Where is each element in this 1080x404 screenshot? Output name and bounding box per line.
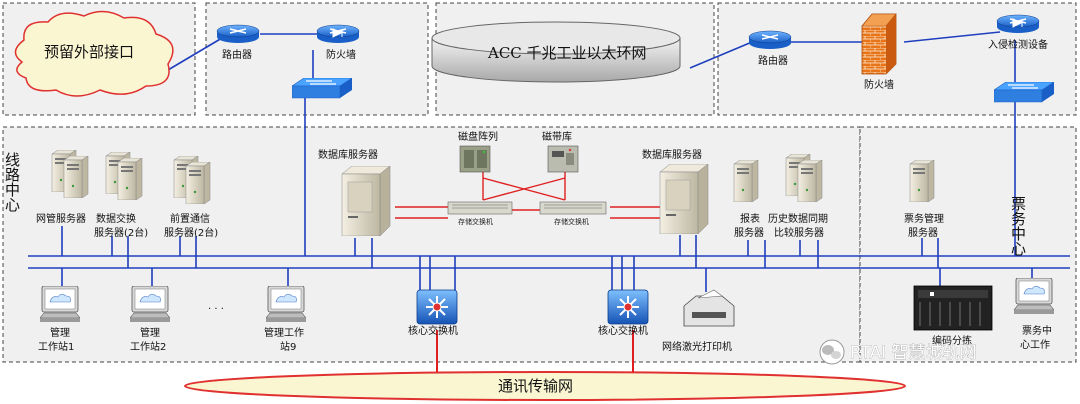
svg-text:网管服务器: 网管服务器 bbox=[36, 212, 86, 225]
access-switch-right bbox=[994, 82, 1054, 103]
workstation-ellipsis: · · · bbox=[208, 304, 224, 315]
external-interface-cloud: 预留外部接口 bbox=[14, 10, 174, 97]
svg-text:编码分拣: 编码分拣 bbox=[932, 334, 972, 347]
svg-text:核心交换机: 核心交换机 bbox=[408, 324, 458, 337]
svg-text:服务器(2台): 服务器(2台) bbox=[164, 226, 218, 239]
svg-text:防火墙: 防火墙 bbox=[326, 48, 356, 61]
svg-text:防火墙: 防火墙 bbox=[864, 78, 894, 91]
svg-text:存储交换机: 存储交换机 bbox=[458, 217, 493, 226]
report-server: 报表 服务器 bbox=[733, 160, 764, 239]
svg-text:票务中: 票务中 bbox=[1022, 324, 1052, 337]
router-top: 路由器 bbox=[216, 24, 260, 61]
svg-text:磁盘阵列: 磁盘阵列 bbox=[458, 130, 498, 143]
svg-text:报表: 报表 bbox=[740, 212, 760, 225]
svg-text:前置通信: 前置通信 bbox=[170, 212, 210, 225]
ticket-center-workstation: 票务中 心工作 bbox=[1014, 278, 1054, 351]
workstation-1: 管理 工作站1 bbox=[38, 286, 80, 353]
svg-text:入侵检测设备: 入侵检测设备 bbox=[988, 38, 1048, 51]
comm-network-label: 通讯传输网 bbox=[498, 377, 573, 395]
storage-switch-left: 存储交换机 bbox=[447, 201, 513, 226]
ticket-center-label: 票务中心 bbox=[1009, 196, 1027, 256]
storage-links bbox=[395, 172, 660, 219]
laser-printer: 网络激光打印机 bbox=[662, 289, 735, 353]
db-server-right: 数据库服务器 bbox=[642, 148, 709, 234]
svg-text:管理: 管理 bbox=[50, 326, 70, 339]
line-center-label: 线路中心 bbox=[3, 152, 21, 212]
svg-text:磁带库: 磁带库 bbox=[542, 130, 572, 143]
svg-text:线路中心: 线路中心 bbox=[3, 152, 21, 212]
storage-switch-right: 存储交换机 bbox=[539, 201, 607, 226]
net-mgmt-server: 网管服务器 bbox=[36, 150, 89, 225]
svg-text:网络激光打印机: 网络激光打印机 bbox=[662, 340, 732, 353]
access-switch-top bbox=[292, 78, 352, 99]
core-switch-left: 核心交换机 bbox=[408, 289, 458, 337]
data-exchange-server: 数据交换 服务器(2台) bbox=[94, 152, 148, 239]
svg-text:数据库服务器: 数据库服务器 bbox=[642, 148, 702, 161]
svg-text:工作站2: 工作站2 bbox=[130, 340, 166, 353]
svg-text:站9: 站9 bbox=[280, 340, 296, 353]
watermark: RTAI 智慧城轨网 bbox=[819, 339, 977, 365]
svg-text:路由器: 路由器 bbox=[758, 54, 788, 67]
ids-device: 入侵检测设备 bbox=[988, 14, 1048, 51]
svg-text:历史数据同期: 历史数据同期 bbox=[768, 212, 828, 225]
svg-text:管理工作: 管理工作 bbox=[264, 326, 304, 339]
front-comm-server: 前置通信 服务器(2台) bbox=[164, 156, 218, 239]
svg-text:服务器: 服务器 bbox=[908, 226, 938, 239]
tape-library: 磁带库 bbox=[542, 130, 579, 173]
acc-network: ACC 千兆工业以太环网 bbox=[431, 21, 681, 83]
history-sync-server: 历史数据同期 比较服务器 bbox=[768, 154, 828, 239]
comm-network: 通讯传输网 bbox=[184, 330, 906, 401]
network-links bbox=[28, 31, 1070, 292]
firewall-right: 防火墙 bbox=[861, 13, 897, 91]
svg-text:路由器: 路由器 bbox=[222, 48, 252, 61]
encoder-sorter: 编码分拣 bbox=[913, 285, 993, 347]
db-server-left: 数据库服务器 bbox=[318, 148, 391, 236]
svg-text:服务器(2台): 服务器(2台) bbox=[94, 226, 148, 239]
svg-text:存储交换机: 存储交换机 bbox=[554, 217, 589, 226]
watermark-text: RTAI 智慧城轨网 bbox=[850, 343, 977, 363]
core-switch-right: 核心交换机 bbox=[598, 289, 649, 337]
acc-network-label: ACC 千兆工业以太环网 bbox=[487, 44, 647, 62]
svg-text:管理: 管理 bbox=[140, 326, 160, 339]
svg-text:数据交换: 数据交换 bbox=[96, 212, 136, 225]
external-interface-label: 预留外部接口 bbox=[44, 43, 134, 61]
svg-text:核心交换机: 核心交换机 bbox=[598, 324, 648, 337]
svg-text:票务管理: 票务管理 bbox=[904, 212, 944, 225]
firewall-top: 防火墙 bbox=[316, 24, 360, 61]
svg-text:工作站1: 工作站1 bbox=[38, 340, 74, 353]
router-right: 路由器 bbox=[748, 30, 792, 67]
svg-text:心工作: 心工作 bbox=[1020, 339, 1050, 351]
workstation-9: 管理工作 站9 bbox=[264, 286, 306, 353]
svg-text:数据库服务器: 数据库服务器 bbox=[318, 148, 378, 161]
disk-array: 磁盘阵列 bbox=[458, 130, 498, 173]
svg-text:服务器: 服务器 bbox=[734, 226, 764, 239]
svg-text:比较服务器: 比较服务器 bbox=[774, 226, 824, 239]
workstation-2: 管理 工作站2 bbox=[130, 286, 170, 353]
svg-text:票务中心: 票务中心 bbox=[1009, 196, 1027, 256]
ticket-mgmt-server: 票务管理 服务器 bbox=[904, 160, 944, 239]
